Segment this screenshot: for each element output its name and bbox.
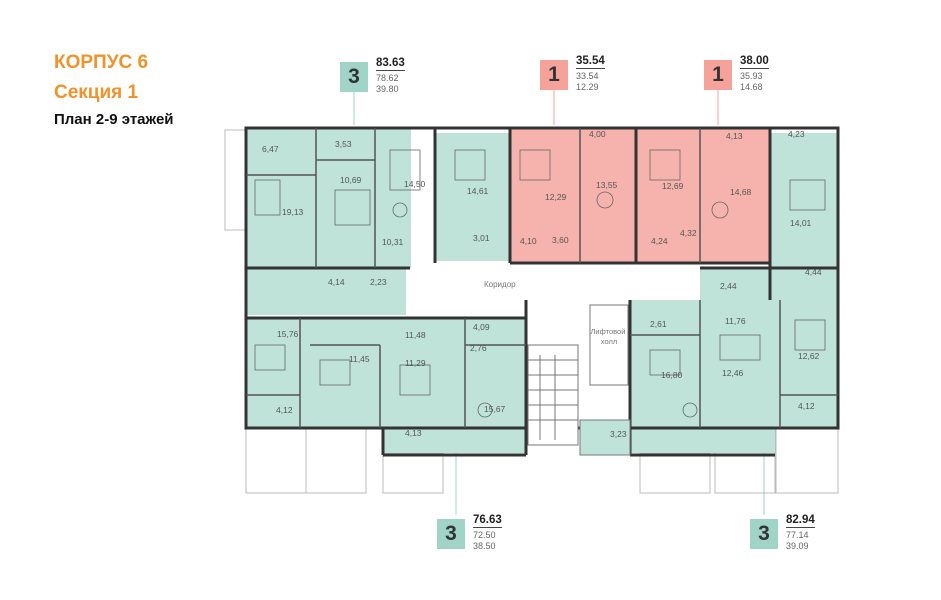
furniture [254,149,826,418]
apartment-top-left-fill [246,128,411,315]
room-area: 15,67 [484,404,506,414]
total-area: 38.00 [740,55,769,69]
elevator-hall-line-1: Лифтовой [591,327,626,336]
apartment-badge-top-left[interactable]: 3 83.63 78.62 39.80 [340,57,405,95]
room-area: 4,12 [276,405,293,415]
room-area: 12,69 [662,181,684,191]
rooms-count: 3 [750,518,778,549]
room-area: 2,76 [470,343,487,353]
living-area: 33.54 [576,71,599,81]
room-area: 4,09 [473,322,490,332]
room-area: 12,29 [545,192,567,202]
room-area: 15,76 [277,329,299,339]
room-area: 2,61 [650,319,667,329]
room-area: 11,29 [405,358,426,368]
room-area: 4,32 [680,228,697,238]
room-area: 14,68 [730,187,752,197]
elevator-hall-line-2: холл [601,337,617,346]
room-area: 12,46 [722,368,744,378]
room-area: 4,24 [651,236,668,246]
room-area: 4,13 [726,131,743,141]
room-area: 4,13 [405,428,422,438]
room-area: 11,45 [349,354,370,364]
rooms-count: 1 [704,59,732,90]
apartment-badge-top-middle[interactable]: 1 35.54 33.54 12.29 [540,55,605,93]
floor-plan-subtitle: План 2-9 этажей [54,111,174,128]
room-area: 3,60 [552,235,569,245]
rooms-count: 3 [340,61,368,92]
room-area: 4,14 [328,277,345,287]
living-area: 78.62 [376,73,399,83]
room-area: 6,47 [262,144,279,154]
corridor-label: Коридор [484,280,516,289]
room-area: 11,76 [725,316,746,326]
room-area: 3,53 [335,139,352,149]
room-area: 4,10 [520,236,537,246]
apartment-pink-fill [510,128,770,263]
total-area: 76.63 [473,514,502,528]
apartment-bottom-left-fill [246,318,526,453]
room-area: 3,01 [473,233,490,243]
room-area: 3,23 [610,429,627,439]
living-area: 72.50 [473,530,496,540]
room-area: 2,44 [720,281,737,291]
room-area: 4,23 [788,129,805,139]
living-area: 77.14 [786,530,809,540]
room-area: 4,00 [589,129,606,139]
staircase [527,304,631,456]
room-area: 19,13 [282,207,304,217]
room-area: 16,80 [661,370,683,380]
interior-walls [246,128,838,428]
room-area: 10,69 [340,175,362,185]
kitchen-area: 38.50 [473,541,496,551]
room-area: 13,55 [596,180,618,190]
apartment-top-left-extra [435,133,510,261]
apartment-badge-top-right[interactable]: 1 38.00 35.93 14.68 [704,55,769,93]
apartment-badge-bottom-right[interactable]: 3 82.94 77.14 39.09 [750,514,815,552]
kitchen-area: 12.29 [576,82,599,92]
room-area: 4,12 [798,401,815,411]
room-area: 11,48 [405,330,426,340]
room-area: 4,44 [805,267,822,277]
building-title: КОРПУС 6 [54,52,149,73]
room-area-labels: 6,47 3,53 10,69 14,50 14,61 4,00 13,55 1… [262,129,822,439]
room-area: 10,31 [382,237,404,247]
room-area: 2,23 [370,277,387,287]
section-title: Секция 1 [54,82,139,103]
total-area: 82.94 [786,514,815,528]
kitchen-area: 39.80 [376,84,399,94]
room-area: 14,61 [467,186,489,196]
apartment-badge-bottom-left[interactable]: 3 76.63 72.50 38.50 [437,514,502,552]
elevator-hall-label: Лифтовой холл [591,327,628,346]
room-area: 12,62 [798,351,820,361]
rooms-count: 1 [540,59,568,90]
kitchen-area: 39.09 [786,541,809,551]
total-area: 83.63 [376,57,405,71]
total-area: 35.54 [576,55,605,69]
rooms-count: 3 [437,518,465,549]
room-area: 14,01 [790,218,812,228]
living-area: 35.93 [740,71,763,81]
apartment-right-fill [630,133,838,453]
room-area: 14,50 [404,179,426,189]
kitchen-area: 14.68 [740,82,763,92]
